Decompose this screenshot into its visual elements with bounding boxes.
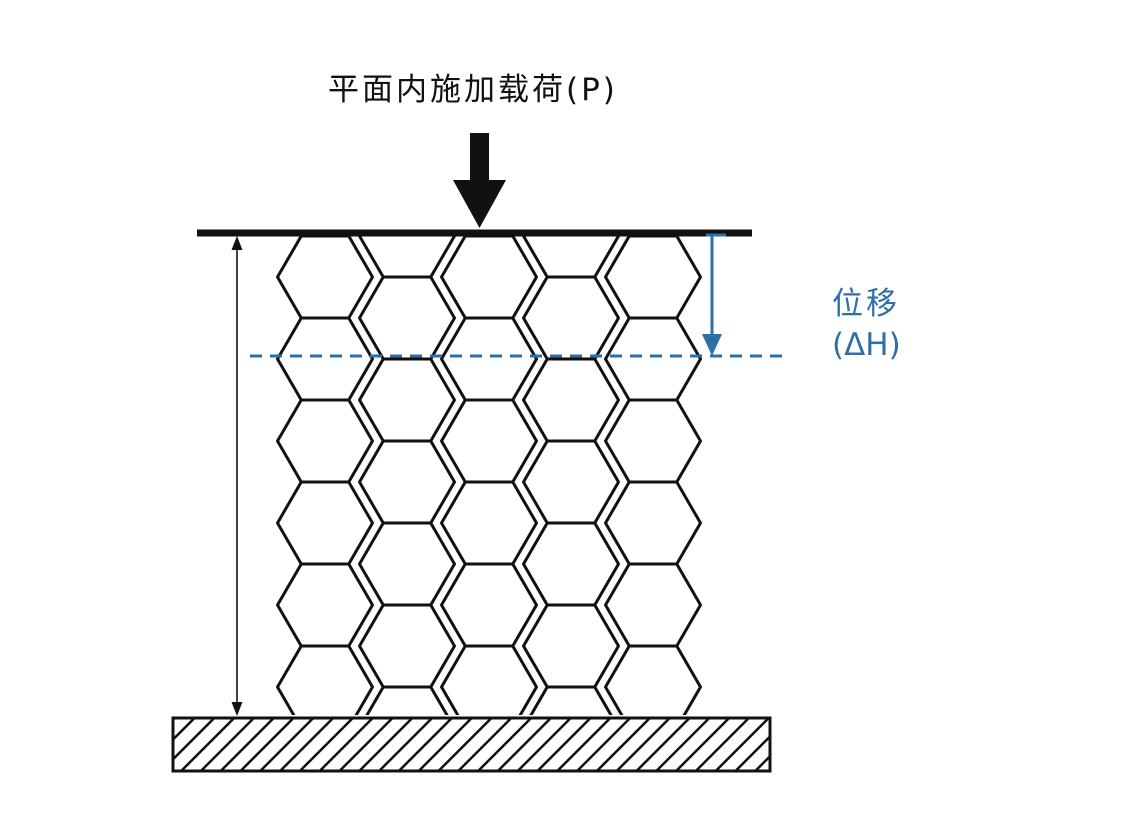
honeycomb-cell: [358, 521, 456, 607]
displacement-arrow-icon: [702, 233, 726, 356]
honeycomb-cell: [276, 562, 374, 648]
honeycomb-cell: [522, 357, 620, 443]
honeycomb-cell: [358, 357, 456, 443]
load-label: 平面内施加载荷(P): [328, 72, 618, 108]
honeycomb-cell: [604, 316, 702, 402]
honeycomb-cell: [522, 439, 620, 525]
honeycomb-cell: [522, 603, 620, 689]
honeycomb-cell: [440, 398, 538, 484]
honeycomb-cell: [604, 644, 702, 715]
honeycomb-cell: [604, 480, 702, 566]
honeycomb-cell: [440, 480, 538, 566]
honeycomb-cell: [529, 685, 613, 715]
honeycomb-cell: [358, 439, 456, 525]
honeycomb-cell: [299, 236, 351, 238]
honeycomb-cell: [522, 275, 620, 361]
honeycomb-cell: [440, 562, 538, 648]
honeycomb-cell: [276, 644, 374, 715]
honeycomb-lattice: [276, 236, 702, 715]
honeycomb-cell: [276, 236, 374, 320]
honeycomb-cell: [604, 398, 702, 484]
fixed-base: [171, 716, 772, 773]
displacement-label: 位移: [832, 286, 900, 322]
honeycomb-cell: [358, 275, 456, 361]
honeycomb-cell: [522, 521, 620, 607]
honeycomb-cell: [358, 603, 456, 689]
honeycomb-cell: [276, 316, 374, 402]
honeycomb-cell: [440, 316, 538, 402]
load-arrow-icon: [453, 133, 506, 228]
displacement-symbol: (ΔH): [832, 327, 901, 363]
honeycomb-cell: [440, 236, 538, 320]
honeycomb-cell: [604, 562, 702, 648]
honeycomb-cell: [604, 236, 702, 320]
height-dimension-arrow: [231, 236, 243, 716]
honeycomb-cell: [365, 685, 449, 715]
honeycomb-cell: [276, 480, 374, 566]
honeycomb-cell: [627, 236, 679, 238]
honeycomb-cell: [276, 398, 374, 484]
honeycomb-cell: [440, 644, 538, 715]
